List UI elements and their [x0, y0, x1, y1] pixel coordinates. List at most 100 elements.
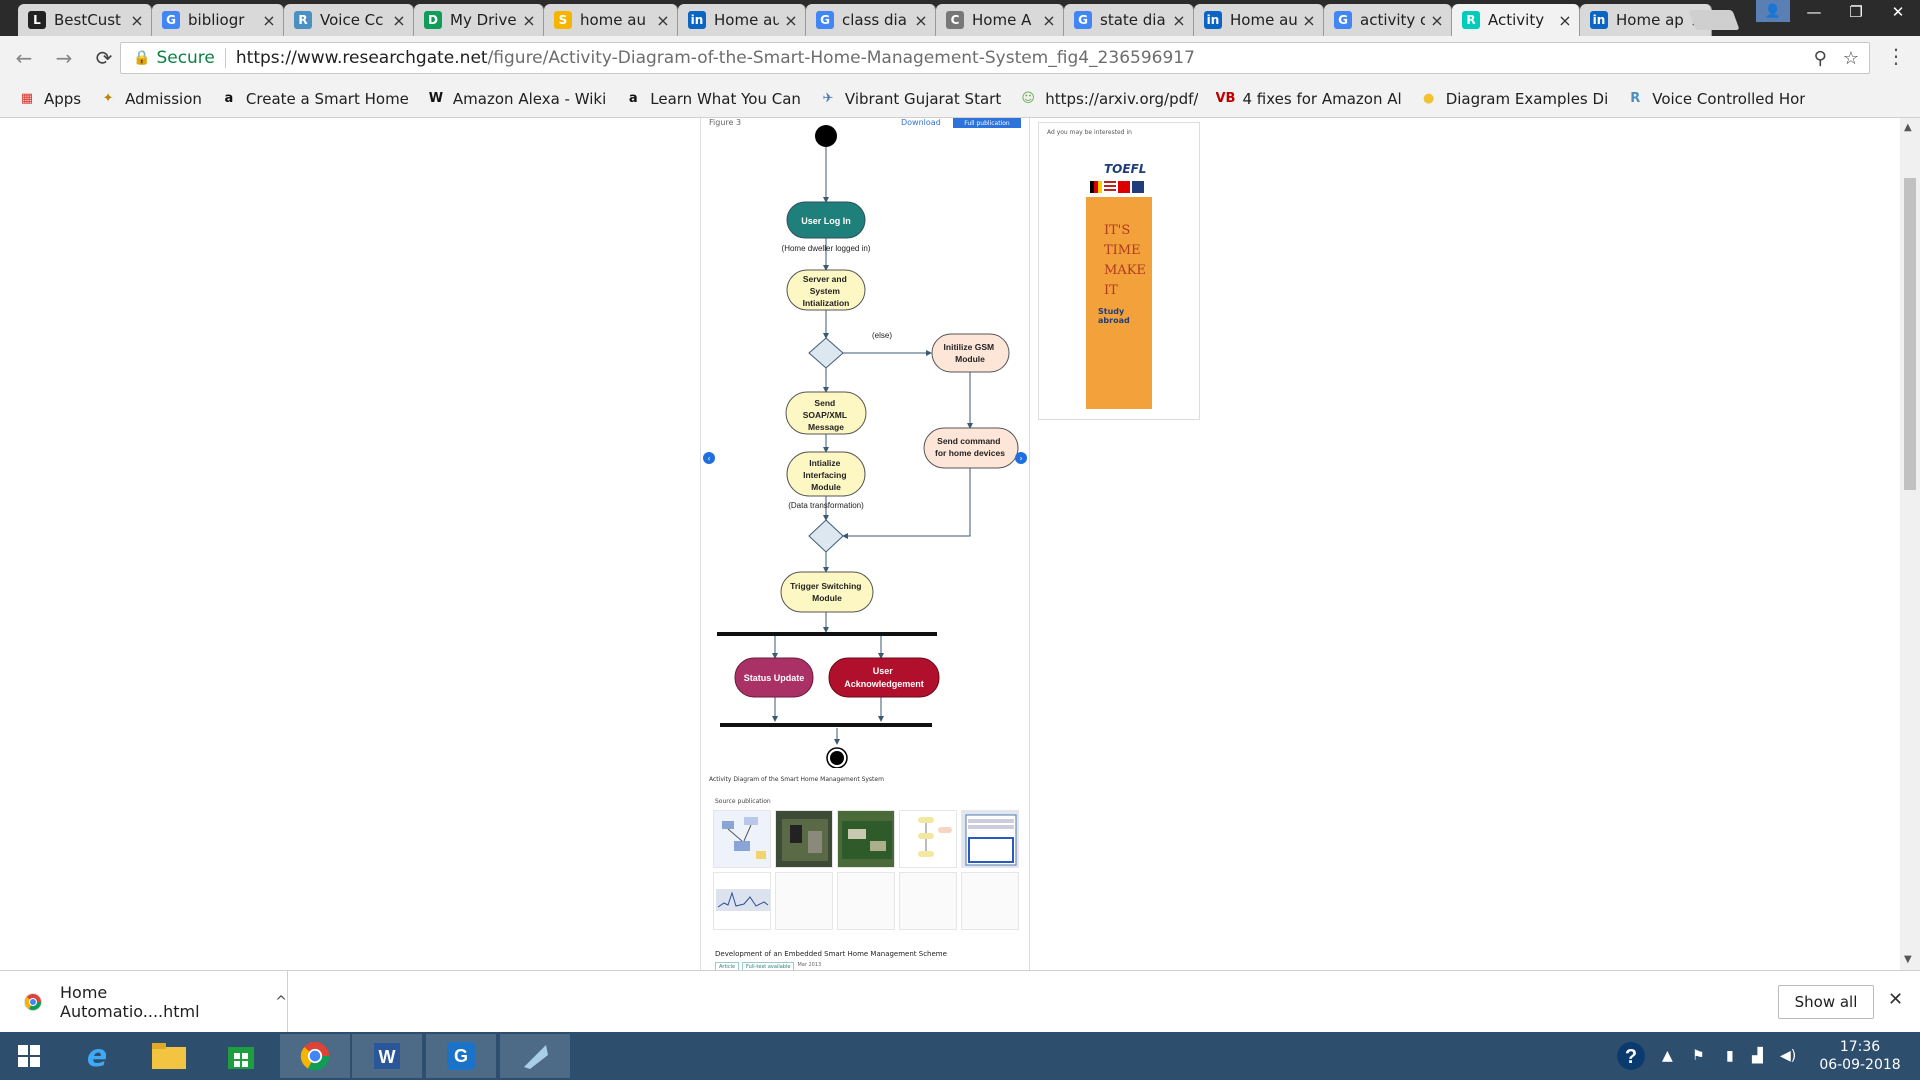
figure-thumbnail[interactable]	[899, 810, 957, 868]
word-icon[interactable]: W	[352, 1034, 422, 1078]
svg-text:G: G	[454, 1046, 468, 1066]
user-profile-icon[interactable]: 👤	[1756, 0, 1790, 22]
figure-thumbnail[interactable]	[837, 810, 895, 868]
browser-menu-icon[interactable]: ⋮	[1886, 44, 1906, 68]
else-label: (else)	[872, 331, 892, 340]
figure-thumbnail[interactable]	[713, 872, 771, 930]
help-icon[interactable]: ?	[1616, 1032, 1646, 1080]
scroll-thumb[interactable]	[1904, 178, 1916, 490]
full-publication-button[interactable]: Full publication	[953, 118, 1021, 128]
page-scrollbar[interactable]: ▲ ▼	[1900, 118, 1920, 970]
file-explorer-icon[interactable]	[134, 1034, 204, 1078]
close-download-bar-icon[interactable]: ✕	[1888, 989, 1904, 1010]
bookmark-label: Apps	[44, 89, 82, 108]
show-all-button[interactable]: Show all	[1778, 985, 1874, 1019]
scroll-up-icon[interactable]: ▲	[1904, 122, 1912, 133]
figure-thumbnail[interactable]	[837, 872, 895, 930]
store-icon[interactable]	[206, 1034, 276, 1078]
ad-banner[interactable]: TOEFL IT'S TIME MAKE IT Study abroad	[1086, 159, 1152, 409]
tab-favicon-icon: G	[1074, 11, 1092, 29]
data-transformation-label: (Data transformation)	[788, 501, 864, 510]
bookmark-item[interactable]: ▦Apps	[18, 90, 81, 108]
figure-thumbnail[interactable]	[775, 872, 833, 930]
tab-close-icon[interactable]: ×	[262, 10, 276, 30]
tab-close-icon[interactable]: ×	[1042, 10, 1056, 30]
tab-close-icon[interactable]: ×	[1430, 10, 1444, 30]
windows-start-icon[interactable]	[0, 1034, 58, 1078]
tab-title: activity c	[1360, 11, 1425, 29]
tab-favicon-icon: S	[554, 11, 572, 29]
notes-icon[interactable]	[500, 1034, 570, 1078]
figure-thumbnail[interactable]	[899, 872, 957, 930]
tab-close-icon[interactable]: ×	[656, 10, 670, 30]
battery-icon[interactable]: ▮	[1726, 1048, 1734, 1064]
volume-icon[interactable]: ◀)	[1780, 1048, 1797, 1064]
tab-close-icon[interactable]: ×	[784, 10, 798, 30]
internet-explorer-icon[interactable]: e	[86, 1038, 108, 1074]
bookmark-item[interactable]: ✦Admission	[99, 90, 202, 108]
maximize-button[interactable]: ❐	[1849, 3, 1863, 21]
forward-button[interactable]: →	[55, 46, 73, 70]
minimize-button[interactable]: —	[1806, 3, 1822, 21]
tab-close-icon[interactable]: ×	[522, 10, 536, 30]
scroll-down-icon[interactable]: ▼	[1904, 954, 1912, 965]
next-figure-button[interactable]: ›	[1015, 452, 1027, 464]
signal-icon[interactable]: ▟	[1752, 1048, 1763, 1064]
zoom-icon[interactable]: ⚲	[1813, 47, 1827, 69]
pdf-tool-icon[interactable]: G	[426, 1034, 496, 1078]
tab-close-icon[interactable]: ×	[914, 10, 928, 30]
back-button[interactable]: ←	[15, 46, 33, 70]
network-error-icon[interactable]: ⚑	[1692, 1048, 1705, 1064]
download-link[interactable]: Download	[901, 118, 941, 127]
close-window-button[interactable]: ✕	[1891, 3, 1905, 21]
tab-close-icon[interactable]: ×	[392, 10, 406, 30]
system-clock[interactable]: 17:36 06-09-2018	[1808, 1038, 1912, 1074]
gsm-init-label: Initilize GSM Module	[944, 342, 997, 364]
address-bar[interactable]: 🔒 Secure https://www.researchgate.net /f…	[120, 42, 1870, 74]
tab-close-icon[interactable]: ×	[1558, 10, 1572, 30]
bookmark-favicon-icon: ✦	[102, 91, 114, 106]
figure-thumbnail[interactable]	[961, 810, 1019, 868]
tab-close-icon[interactable]: ×	[130, 10, 144, 30]
bookmark-item[interactable]: ✈Vibrant Gujarat Start	[819, 90, 1001, 108]
tab-close-icon[interactable]: ×	[1172, 10, 1186, 30]
bookmark-item[interactable]: ☺https://arxiv.org/pdf/	[1019, 90, 1198, 108]
interfacing-node	[786, 451, 866, 497]
download-item[interactable]: Home Automatio....html ^	[0, 971, 288, 1033]
login-node	[786, 201, 866, 239]
new-tab-button[interactable]	[1688, 10, 1740, 30]
bookmark-star-icon[interactable]: ☆	[1842, 47, 1859, 69]
show-hidden-icons[interactable]: ▲	[1662, 1048, 1673, 1064]
chrome-icon[interactable]	[280, 1034, 350, 1078]
reload-button[interactable]: ⟳	[95, 46, 113, 70]
chevron-up-icon[interactable]: ^	[275, 994, 287, 1010]
ad-line-2: MAKE IT	[1104, 263, 1146, 298]
figure-thumbnail[interactable]	[713, 810, 771, 868]
bookmark-item[interactable]: ●Diagram Examples Di	[1420, 90, 1608, 108]
previous-figure-button[interactable]: ‹	[703, 452, 715, 464]
publication-title[interactable]: Development of an Embedded Smart Home Ma…	[715, 950, 947, 958]
bookmark-label: Vibrant Gujarat Start	[844, 89, 1002, 108]
login-node-label: User Log In	[801, 216, 851, 226]
tab-close-icon[interactable]: ×	[1302, 10, 1316, 30]
figure-thumbnail[interactable]	[961, 872, 1019, 930]
figure-thumbnail[interactable]	[775, 810, 833, 868]
